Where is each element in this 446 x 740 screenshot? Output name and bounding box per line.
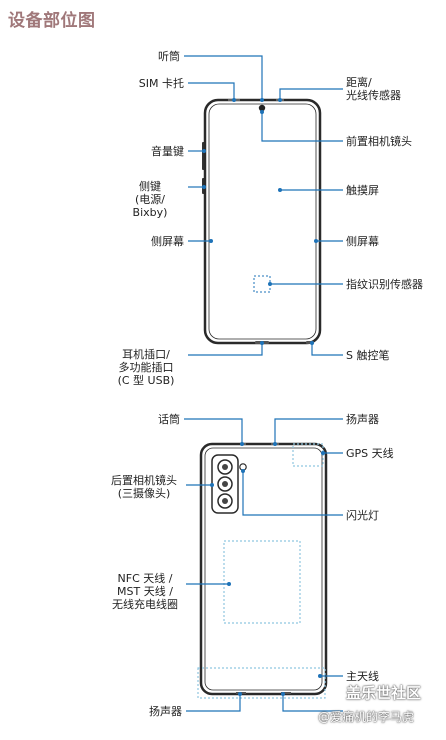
- back-device: [197, 442, 328, 699]
- edge-screen-left-label: 侧屏幕: [151, 235, 184, 248]
- main-antenna-area: [197, 667, 326, 699]
- proximity-sensor-label-line1: 距离/: [346, 76, 372, 89]
- front-camera-shape: [258, 104, 266, 112]
- earphone-jack-label-line1: 耳机插口/: [122, 348, 170, 361]
- nfc-label: NFC 天线 / MST 天线 / 无线充电线圈: [104, 572, 186, 611]
- earphone-jack-label: 耳机插口/ 多功能插口 (C 型 USB): [104, 348, 188, 387]
- side-key-label-line3: Bixby): [132, 206, 168, 219]
- edge-screen-right-label: 侧屏幕: [346, 235, 379, 248]
- gps-antenna-label: GPS 天线: [346, 447, 394, 460]
- nfc-label-line3: 无线充电线圈: [112, 598, 178, 611]
- earphone-jack-label-line2: 多功能插口: [118, 361, 174, 374]
- nfc-label-line2: MST 天线 /: [117, 585, 173, 598]
- front-device: [202, 98, 322, 345]
- leader-lines: [184, 55, 343, 712]
- touch-screen-label: 触摸屏: [346, 184, 379, 197]
- side-key-label-line1: 侧键: [139, 180, 161, 193]
- fingerprint-sensor-label: 指纹识别传感器: [346, 278, 423, 291]
- main-antenna-label: 主天线: [346, 670, 379, 683]
- nfc-label-line1: NFC 天线 /: [117, 572, 173, 585]
- rear-camera-label: 后置相机镜头 (三摄像头): [102, 474, 186, 500]
- front-screen: [208, 103, 317, 340]
- leader-dots: [202, 98, 325, 696]
- flash-label: 闪光灯: [346, 509, 379, 522]
- earphone-jack-label-line3: (C 型 USB): [117, 374, 175, 387]
- side-key-label-line2: (电源/: [135, 193, 165, 206]
- page-title: 设备部位图: [8, 11, 96, 31]
- proximity-sensor-label: 距离/ 光线传感器: [346, 76, 401, 102]
- watermark-site: 盖乐世社区: [346, 684, 422, 702]
- rear-camera-label-line2: (三摄像头): [117, 487, 171, 500]
- sim-tray-label: SIM 卡托: [138, 77, 184, 90]
- proximity-sensor-label-line2: 光线传感器: [346, 89, 401, 102]
- speaker-bottom-label: 扬声器: [149, 705, 182, 718]
- rear-camera-label-line1: 后置相机镜头: [111, 474, 177, 487]
- volume-key-label: 音量键: [151, 145, 184, 158]
- nfc-coil-area: [223, 540, 301, 624]
- microphone-label: 话筒: [158, 413, 180, 426]
- speaker-top-label: 扬声器: [346, 413, 379, 426]
- watermark-author: @爱痛机的李马虎: [318, 710, 415, 724]
- s-pen-label: S 触控笔: [346, 349, 390, 362]
- receiver-label: 听筒: [158, 50, 180, 63]
- front-camera-label: 前置相机镜头: [346, 135, 412, 148]
- side-key-label: 侧键 (电源/ Bixby): [118, 180, 182, 219]
